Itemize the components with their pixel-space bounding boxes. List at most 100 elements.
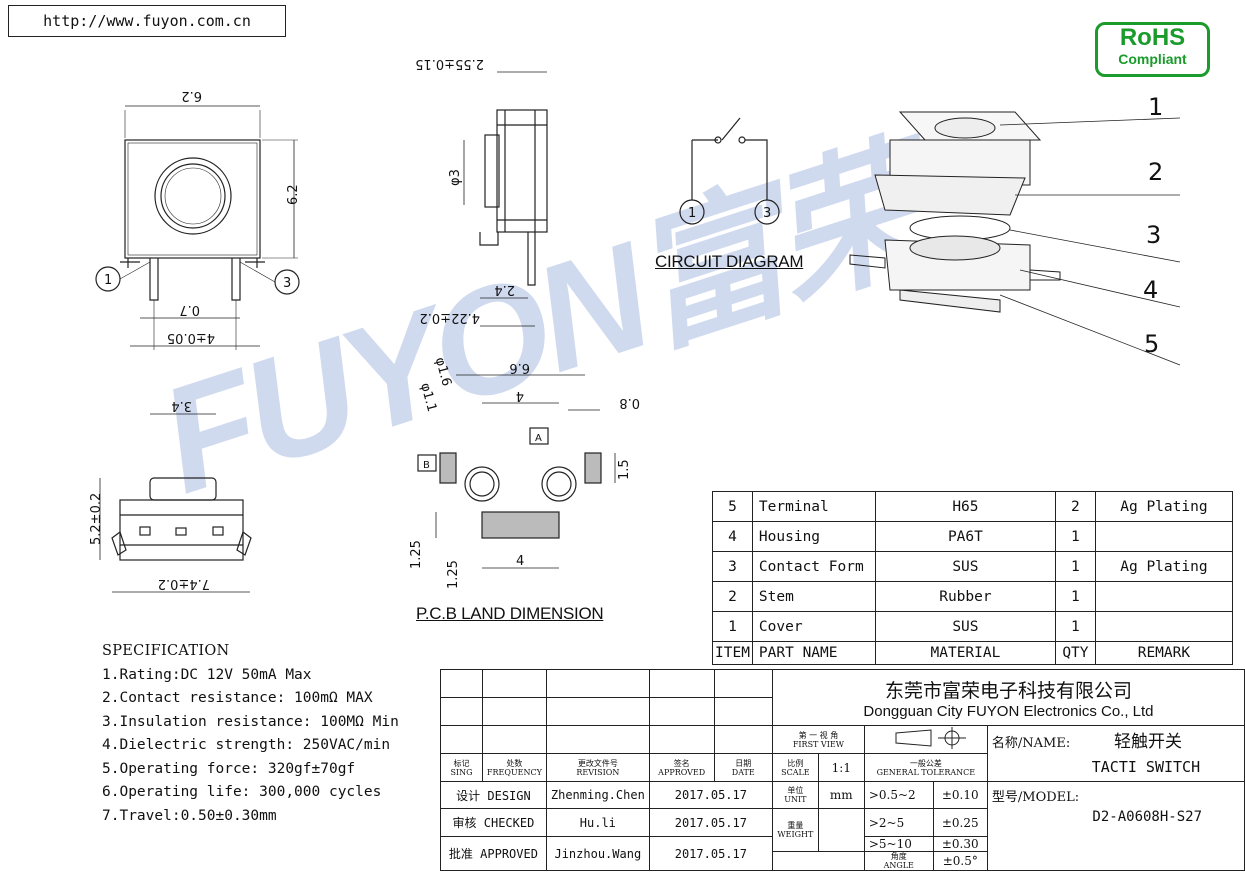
pcb-dim-6: 1.25 [446,560,461,589]
h-date-en: DATE [731,767,755,777]
rohs-title: RoHS [1119,24,1186,51]
approved-label: 批准 APPROVED [440,836,547,871]
table-row: 4 Housing PA6T 1 [712,521,1233,552]
table-row: 3 Contact Form SUS 1 Ag Plating [712,551,1233,582]
view-en: FIRST VIEW [792,739,844,749]
callout-4: 4 [1143,276,1158,304]
spec-item: 6.Operating life: 300,000 cycles [102,784,382,800]
dim-side-thickness: 2.55±0.15 [415,56,484,71]
spec-item: 3.Insulation resistance: 100MΩ Min [102,713,399,730]
bom-part: Stem [751,581,876,612]
spec-item: 4.Dielectric strength: 250VAC/min [102,737,391,753]
name-label: 名称/NAME: [991,736,1071,752]
dim-side-b: 4.22±0.2 [419,310,480,325]
bom-remark [1094,581,1233,612]
circuit-pin1 [679,199,705,225]
rohs-badge: RoHS Compliant [1095,22,1210,77]
model-label: 型号/MODEL: [991,789,1080,805]
pcb-dim-1: 6.6 [509,360,530,375]
front-view-plunger [149,477,217,501]
pcb-dim-2: 4 [516,388,524,403]
pcb-land-label: P.C.B LAND DIMENSION [416,604,604,623]
side-view-body [496,109,548,233]
h-appr-en: APPROVED [658,767,706,777]
callout-2: 2 [1148,158,1163,186]
bom-qty: 1 [1054,611,1096,642]
bom-remark: Ag Plating [1094,551,1233,582]
checked-date: 2017.05.17 [648,808,773,837]
bom-material: SUS [874,611,1056,642]
bom-remark [1094,611,1233,642]
bom-item: 2 [712,581,753,612]
top-view-plunger [154,157,232,235]
company-en: Dongguan City FUYON Electronics Co., Ltd [863,702,1154,720]
dim-front-base: 7.4±0.2 [158,576,210,591]
specification: SPECIFICATION 1.Rating:DC 12V 50mA Max 2… [102,640,399,828]
spec-item: 1.Rating:DC 12V 50mA Max [102,666,312,683]
design-date: 2017.05.17 [648,781,773,809]
pcb-hole-1: φ1.6 [432,356,454,388]
unit-cn: 单位 [787,786,804,795]
table-row: 2 Stem Rubber 1 [712,581,1233,612]
dim-side-dia: φ3 [448,169,463,186]
h-scale-cn: 比例 [787,758,804,768]
pcb-dim-4: 1.5 [617,459,632,480]
h-appr-cn: 签名 [673,758,690,768]
top-view-pin1 [149,258,159,301]
weight-en: WEIGHT [777,830,814,839]
circuit-pin3-label: 3 [763,206,771,221]
name-cn: 轻触开关 [1114,732,1183,753]
pin3-label: 3 [283,276,291,291]
front-view-body [119,499,244,561]
bom-material: PA6T [874,521,1056,552]
dim-top-width: 6.2 [181,88,202,103]
circuit-pin1-label: 1 [688,206,696,221]
spec-item: 7.Travel:0.50±0.30mm [102,807,277,824]
dim-top-height: 6.2 [286,184,301,205]
h-sign-en: SING [450,767,473,777]
dim-front-width: 3.4 [171,398,192,413]
checked-label: 审核 CHECKED [440,808,547,837]
tol-value-1: ±0.10 [932,781,988,809]
first-angle-symbol [863,725,988,754]
approved-date: 2017.05.17 [648,836,773,871]
tol-value-4: ±0.5° [932,851,988,871]
bom-material: H65 [874,491,1056,522]
view-cn: 第 一 视 角 [798,730,839,740]
h-scale-en: SCALE [781,767,810,777]
pcb-pad-left [439,452,457,484]
h-sign-cn: 标记 [453,758,470,768]
bom-qty: 1 [1054,581,1096,612]
spec-item: 2.Contact resistance: 100mΩ MAX [102,690,373,706]
pcb-hole-right [541,466,577,502]
rohs-sub: Compliant [1118,51,1187,67]
bom-part: Housing [751,521,876,552]
table-row: 1 Cover SUS 1 [712,611,1233,642]
callout-3: 3 [1146,221,1161,249]
pcb-pad-right [584,452,602,484]
bom-header-item: ITEM [712,641,753,665]
pcb-hole-2: φ1.1 [417,381,439,413]
tol-range-2: >2~5 [863,808,934,837]
bom-header-row: ITEM PART NAME MATERIAL QTY REMARK [712,641,1233,665]
bom-qty: 1 [1054,521,1096,552]
tol-value-2: ±0.25 [932,808,988,837]
dim-front-height: 5.2±0.2 [89,493,104,545]
top-view-body [124,139,261,259]
h-freq-cn: 处数 [506,758,523,768]
unit-value: mm [817,781,865,809]
bom-qty: 1 [1054,551,1096,582]
spec-title: SPECIFICATION [102,643,230,659]
pcb-hole-left [464,466,500,502]
dim-pin-width: 0.7 [179,302,200,317]
tol-value-3: ±0.30 [932,836,988,852]
bom-part: Terminal [751,491,876,522]
bom-part: Cover [751,611,876,642]
company-cn: 东莞市富荣电子科技有限公司 [884,679,1132,702]
spec-item: 5.Operating force: 320gf±70gf [102,760,356,777]
pin1-label: 1 [104,273,112,288]
approved-name: Jinzhou.Wang [545,836,650,871]
tol-range-3: >5~10 [863,836,934,852]
h-tol-en: GENERAL TOLERANCE [876,767,976,777]
